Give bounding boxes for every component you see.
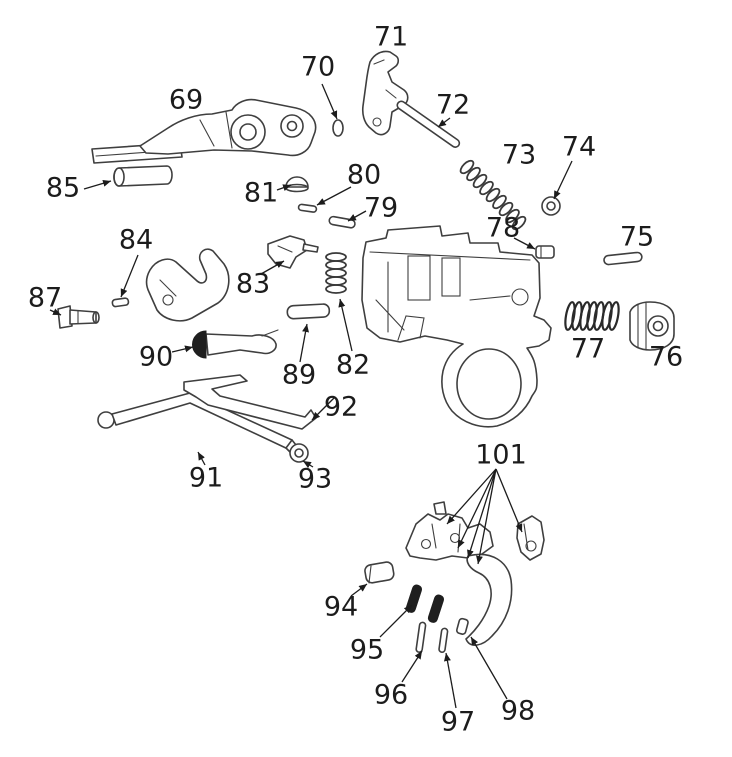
part-74-drawing xyxy=(541,196,561,216)
part-83-drawing xyxy=(267,235,319,269)
part-87-drawing xyxy=(57,305,100,329)
part-89-drawing xyxy=(286,303,331,320)
part-84-drawing xyxy=(111,248,230,322)
leader-line-101 xyxy=(467,468,497,559)
leader-line-78 xyxy=(513,237,536,250)
part-77-drawing xyxy=(564,301,620,331)
leader-line-80 xyxy=(316,186,352,206)
leader-line-101 xyxy=(457,468,497,549)
part-70-drawing xyxy=(332,119,344,137)
part-80-drawing xyxy=(297,203,318,213)
part-79-drawing xyxy=(328,215,356,229)
leader-line-84 xyxy=(120,254,139,298)
leader-line-72 xyxy=(437,117,451,128)
part-71-drawing xyxy=(361,50,409,136)
leader-line-96 xyxy=(401,650,423,683)
housing-drawing xyxy=(361,225,552,428)
part-92-drawing xyxy=(183,374,317,430)
part-93-drawing xyxy=(289,443,309,463)
trigger-assembly-drawing xyxy=(405,501,545,646)
leader-line-82 xyxy=(338,298,353,352)
part-98-drawing xyxy=(455,617,469,635)
leader-line-97 xyxy=(443,652,457,709)
leader-line-79 xyxy=(347,210,367,222)
leader-line-92 xyxy=(311,396,336,421)
leader-lines xyxy=(49,83,573,709)
part-75-drawing xyxy=(603,251,643,266)
leader-line-101 xyxy=(446,468,497,525)
leader-line-89 xyxy=(299,323,309,363)
leader-line-101 xyxy=(495,468,523,533)
leader-line-85 xyxy=(83,179,112,190)
leader-line-90 xyxy=(171,345,194,353)
leader-line-94 xyxy=(350,583,368,597)
part-69-drawing xyxy=(91,98,317,164)
leader-line-70 xyxy=(321,83,338,120)
part-90-drawing xyxy=(192,329,279,359)
leader-line-91 xyxy=(197,451,206,466)
leader-line-101 xyxy=(476,468,497,565)
part-94-drawing xyxy=(364,561,395,584)
part-85-drawing xyxy=(113,165,173,187)
part-96-drawing xyxy=(415,621,427,653)
part-78-drawing xyxy=(535,245,555,259)
leader-line-83 xyxy=(260,260,285,275)
leader-line-74 xyxy=(553,160,573,200)
part-95-drawing xyxy=(405,584,445,623)
part-72-drawing xyxy=(396,100,461,148)
leader-line-98 xyxy=(470,636,508,700)
part-76-drawing xyxy=(629,301,675,351)
part-97-drawing xyxy=(438,627,449,654)
part-82-drawing xyxy=(325,252,347,294)
part-73-drawing xyxy=(459,159,527,231)
leader-line-93 xyxy=(302,460,314,469)
leader-line-95 xyxy=(379,604,413,638)
leader-line-81 xyxy=(276,184,292,191)
part-81-drawing xyxy=(285,176,309,193)
part-91-drawing xyxy=(97,392,301,457)
leader-line-87 xyxy=(49,308,62,316)
